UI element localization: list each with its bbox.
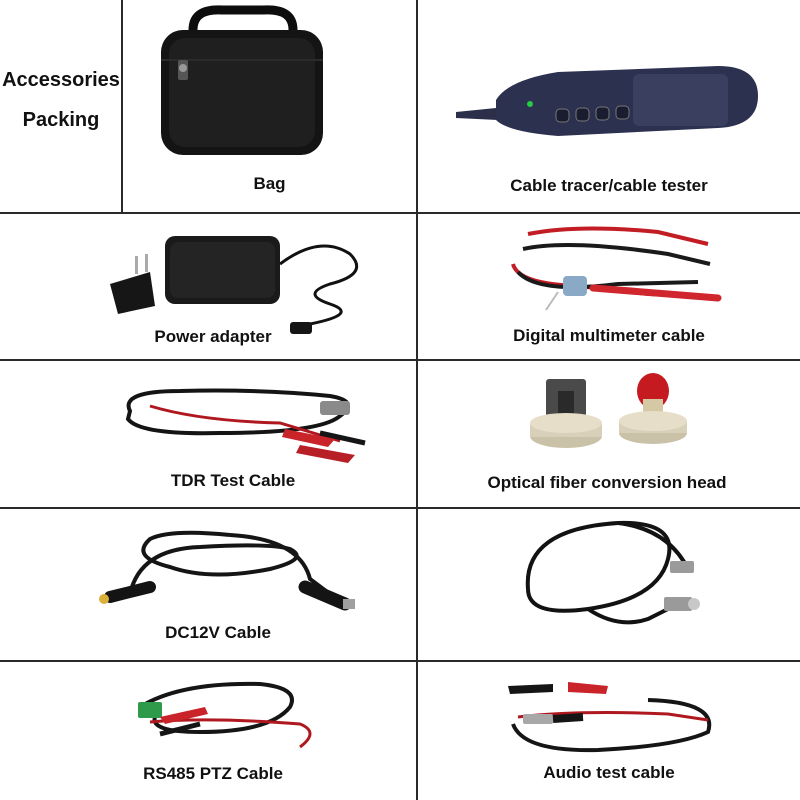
item-audio-cable: Audio test cable <box>418 662 800 800</box>
power-adapter-icon <box>110 236 359 334</box>
item-label-fiber-head: Optical fiber conversion head <box>487 473 727 492</box>
fiber-head-icon <box>530 373 687 448</box>
item-label-power-adapter: Power adapter <box>154 327 272 346</box>
item-label-audio-cable: Audio test cable <box>543 763 675 782</box>
item-bag: Bag <box>123 0 416 212</box>
dc12v-cable-icon <box>99 530 355 611</box>
cable-tracer-icon <box>456 66 758 136</box>
bag-icon <box>161 5 323 155</box>
item-label-cable-tracer: Cable tracer/cable tester <box>510 176 708 195</box>
bnc-cable-icon <box>525 520 700 625</box>
item-rs485-cable: RS485 PTZ Cable <box>0 662 416 800</box>
header-cell: Accessories Packing <box>0 0 121 212</box>
item-multimeter-cable: Digital multimeter cable <box>418 214 800 359</box>
item-dc12v-cable: DC12V Cable <box>0 509 416 660</box>
multimeter-cable-icon <box>511 226 722 311</box>
item-tdr-cable: TDR Test Cable <box>0 361 416 507</box>
divider-vertical-center <box>416 0 418 800</box>
item-label-bag: Bag <box>253 174 286 193</box>
divider-row-1 <box>0 212 800 214</box>
header-line-1: Accessories <box>2 69 120 91</box>
divider-row-3 <box>0 507 800 509</box>
item-label-dc12v-cable: DC12V Cable <box>165 623 271 642</box>
item-bnc-cable <box>418 509 800 660</box>
audio-cable-icon <box>508 682 712 753</box>
item-label-multimeter-cable: Digital multimeter cable <box>513 326 705 345</box>
item-label-rs485-cable: RS485 PTZ Cable <box>143 764 283 783</box>
divider-row-2 <box>0 359 800 361</box>
item-label-tdr-cable: TDR Test Cable <box>170 471 296 490</box>
rs485-cable-icon <box>138 681 312 749</box>
item-power-adapter: Power adapter <box>0 214 416 359</box>
tdr-cable-icon <box>125 388 366 463</box>
item-cable-tracer: Cable tracer/cable tester <box>418 0 800 212</box>
divider-row-4 <box>0 660 800 662</box>
header-line-2: Packing <box>22 109 100 131</box>
divider-vertical-header <box>121 0 123 213</box>
item-fiber-head: Optical fiber conversion head <box>418 361 800 507</box>
